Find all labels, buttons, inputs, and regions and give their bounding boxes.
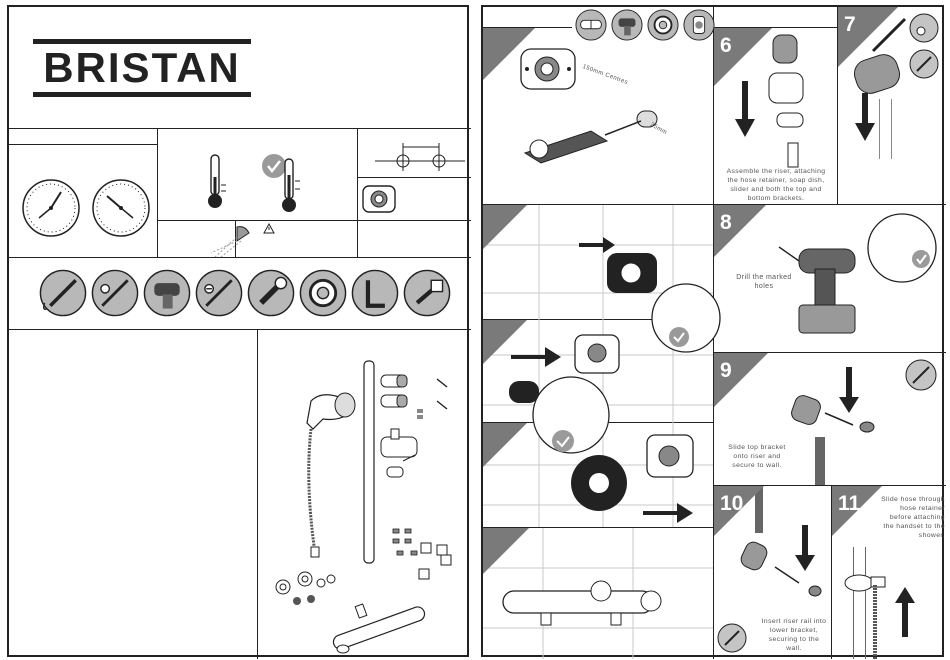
step-wedge <box>483 205 527 249</box>
step-11-retainer <box>844 574 886 592</box>
adjustable-spanner-icon <box>247 269 295 317</box>
brand-logo: BRISTAN <box>33 39 251 97</box>
step-wedge <box>714 205 766 257</box>
step-11-arrow <box>895 587 915 637</box>
step-2-arrow <box>579 237 615 253</box>
stop-valve-icon <box>683 9 715 41</box>
parts-diagram <box>275 360 452 654</box>
step-wedge <box>483 28 535 80</box>
ptfe-tape-icon <box>647 9 679 41</box>
detail-circle <box>651 283 721 353</box>
step-wedge <box>838 7 898 67</box>
spanner-hint-icon <box>909 13 939 43</box>
step-9-bracket <box>791 395 875 433</box>
allen-key-icon <box>351 269 399 317</box>
step-6-caption: Assemble the riser, attaching the hose r… <box>726 168 826 202</box>
step-6-number: 6 <box>720 34 732 57</box>
safety-goggles-icon <box>575 9 607 41</box>
step-8-caption: Drill the marked holes <box>736 274 792 290</box>
socket-wrench-icon <box>403 269 451 317</box>
pressure-gauge-icon <box>92 179 150 237</box>
wall-plate-icon <box>362 185 396 213</box>
thermometer-icon <box>282 158 300 212</box>
step-11-number: 11 <box>838 492 861 515</box>
step-8-drill <box>778 246 856 334</box>
step-wedge <box>714 486 764 536</box>
thermometer-icon <box>208 154 226 208</box>
dim-centres-label: 150mm Centres <box>581 64 629 87</box>
step-10-arrow <box>795 525 815 571</box>
step-11-caption: Slide hose through hose retainer before … <box>881 496 945 539</box>
pressure-gauge-icon <box>22 179 80 237</box>
step-wedge <box>483 320 527 364</box>
step-10-bracket <box>740 541 822 597</box>
ptfe-tape-icon <box>299 269 347 317</box>
step-wedge <box>483 423 527 467</box>
detail-circle <box>867 213 937 283</box>
step-6-rail <box>787 142 799 168</box>
step-7-number: 7 <box>844 13 856 36</box>
step-4-arrow <box>643 503 693 523</box>
step-5-valve <box>502 580 662 626</box>
step-wedge <box>714 353 768 407</box>
dimension-drawing-icon <box>375 143 465 171</box>
dim-depth-label: 25mm <box>648 121 668 137</box>
step-wedge <box>714 28 772 86</box>
step-3-arrow <box>511 347 561 367</box>
step-7-arrow <box>855 93 875 141</box>
step-7-bracket <box>853 54 901 94</box>
phillips-screwdriver-icon <box>195 269 243 317</box>
step-4-cover-plate <box>571 455 627 511</box>
screwdriver-hint-icon <box>905 359 937 391</box>
pencil-hint-icon <box>909 49 939 79</box>
pencil-icon <box>871 17 907 53</box>
step-9-caption: Slide top bracket onto riser and secure … <box>728 444 786 469</box>
brand-name: BRISTAN <box>43 44 241 91</box>
step-3-valve-plate <box>574 334 620 374</box>
approved-check-icon <box>262 154 286 178</box>
page-2: 150mm Centres 25mm <box>481 5 946 659</box>
flat-screwdriver-icon <box>91 269 139 317</box>
step-wedge <box>483 528 529 574</box>
step-9-arrow <box>839 367 859 413</box>
step-11-hose <box>873 585 877 659</box>
step-1-elbow <box>636 110 658 128</box>
step-9-number: 9 <box>720 359 732 382</box>
step-10-caption: Insert riser rail into lower bracket, se… <box>761 618 827 652</box>
step-1-drill <box>523 120 642 164</box>
step-4-valve-plate <box>646 434 694 478</box>
step-3-nut <box>509 381 539 403</box>
silicone-gun-icon <box>39 269 87 317</box>
step-2-wall-plate <box>607 253 657 293</box>
step-1-wall-plate <box>520 48 576 90</box>
step-wedge <box>832 486 882 536</box>
step-8-number: 8 <box>720 211 732 234</box>
step-10-number: 10 <box>720 492 744 515</box>
step-6-riser <box>768 34 804 128</box>
shower-spray-icon <box>210 226 250 258</box>
detail-circle <box>532 376 610 454</box>
drill-icon <box>143 269 191 317</box>
warning-icon <box>263 222 275 234</box>
screwdriver-hint-icon <box>717 623 747 653</box>
drill-icon <box>611 9 643 41</box>
step-6-arrow <box>735 81 755 137</box>
page-1: BRISTAN <box>7 5 471 659</box>
